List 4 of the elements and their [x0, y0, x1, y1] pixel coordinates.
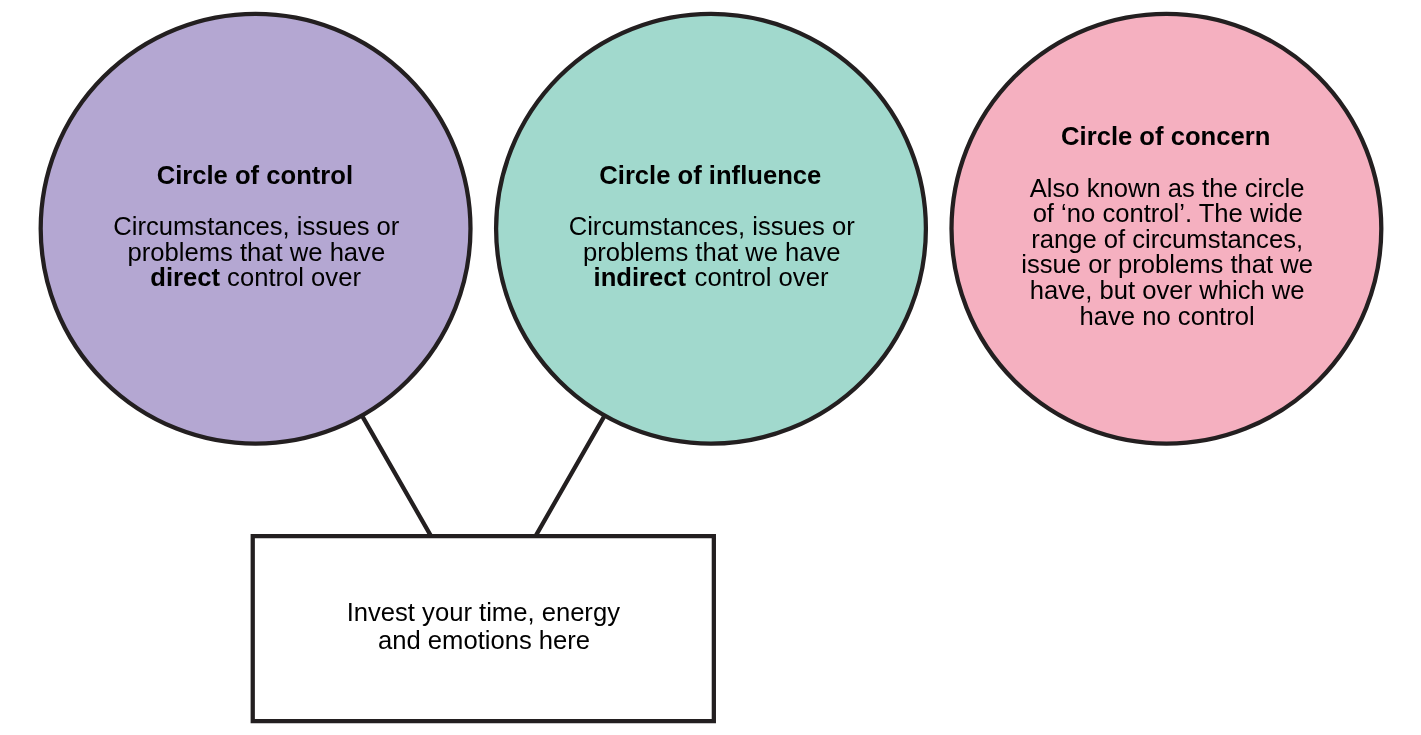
node-circle: Circle of concern Also known as the circle of ‘no control’. The wide range of circumstances, issue or problems that we have, but over which we have no control: [948, 11, 1383, 446]
node-box: Invest your time, energy and emotions here: [250, 534, 716, 724]
node-circle: Circle of influence Circumstances, issues or problems that we have indirect control over: [493, 11, 928, 446]
node-circle: Circle of control Circumstances, issues or problems that we have direct control over: [38, 11, 473, 446]
